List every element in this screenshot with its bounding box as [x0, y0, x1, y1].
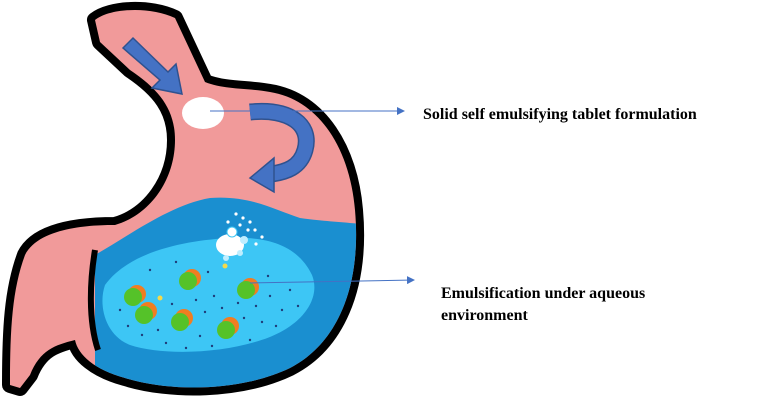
curved-arrow-icon — [248, 102, 315, 194]
emulsion-pointer-line — [249, 276, 415, 285]
pylorus-border — [87, 249, 101, 351]
emulsion-droplet-icon — [217, 317, 239, 339]
small-droplet — [157, 295, 163, 301]
dissolving-tablet-icon — [216, 212, 264, 269]
emulsion-droplet-icon — [124, 285, 146, 306]
particles — [118, 260, 300, 350]
emulsion-droplet-icon — [171, 309, 193, 331]
emulsification-label-line2: environment — [441, 307, 528, 324]
tablet-label: Solid self emulsifying tablet formulatio… — [423, 106, 697, 123]
fluid-inner — [102, 237, 315, 352]
emulsion-droplet-icon — [135, 302, 157, 324]
emulsion-droplets — [124, 269, 259, 339]
emulsification-label: Emulsification under aqueous environment — [441, 283, 681, 327]
emulsion-droplet-icon — [179, 269, 201, 290]
tablet-icon — [182, 97, 224, 129]
gastric-fluid — [95, 197, 357, 389]
inflow-arrow-icon — [121, 36, 183, 95]
emulsification-label-line1: Emulsification under aqueous — [441, 285, 646, 302]
